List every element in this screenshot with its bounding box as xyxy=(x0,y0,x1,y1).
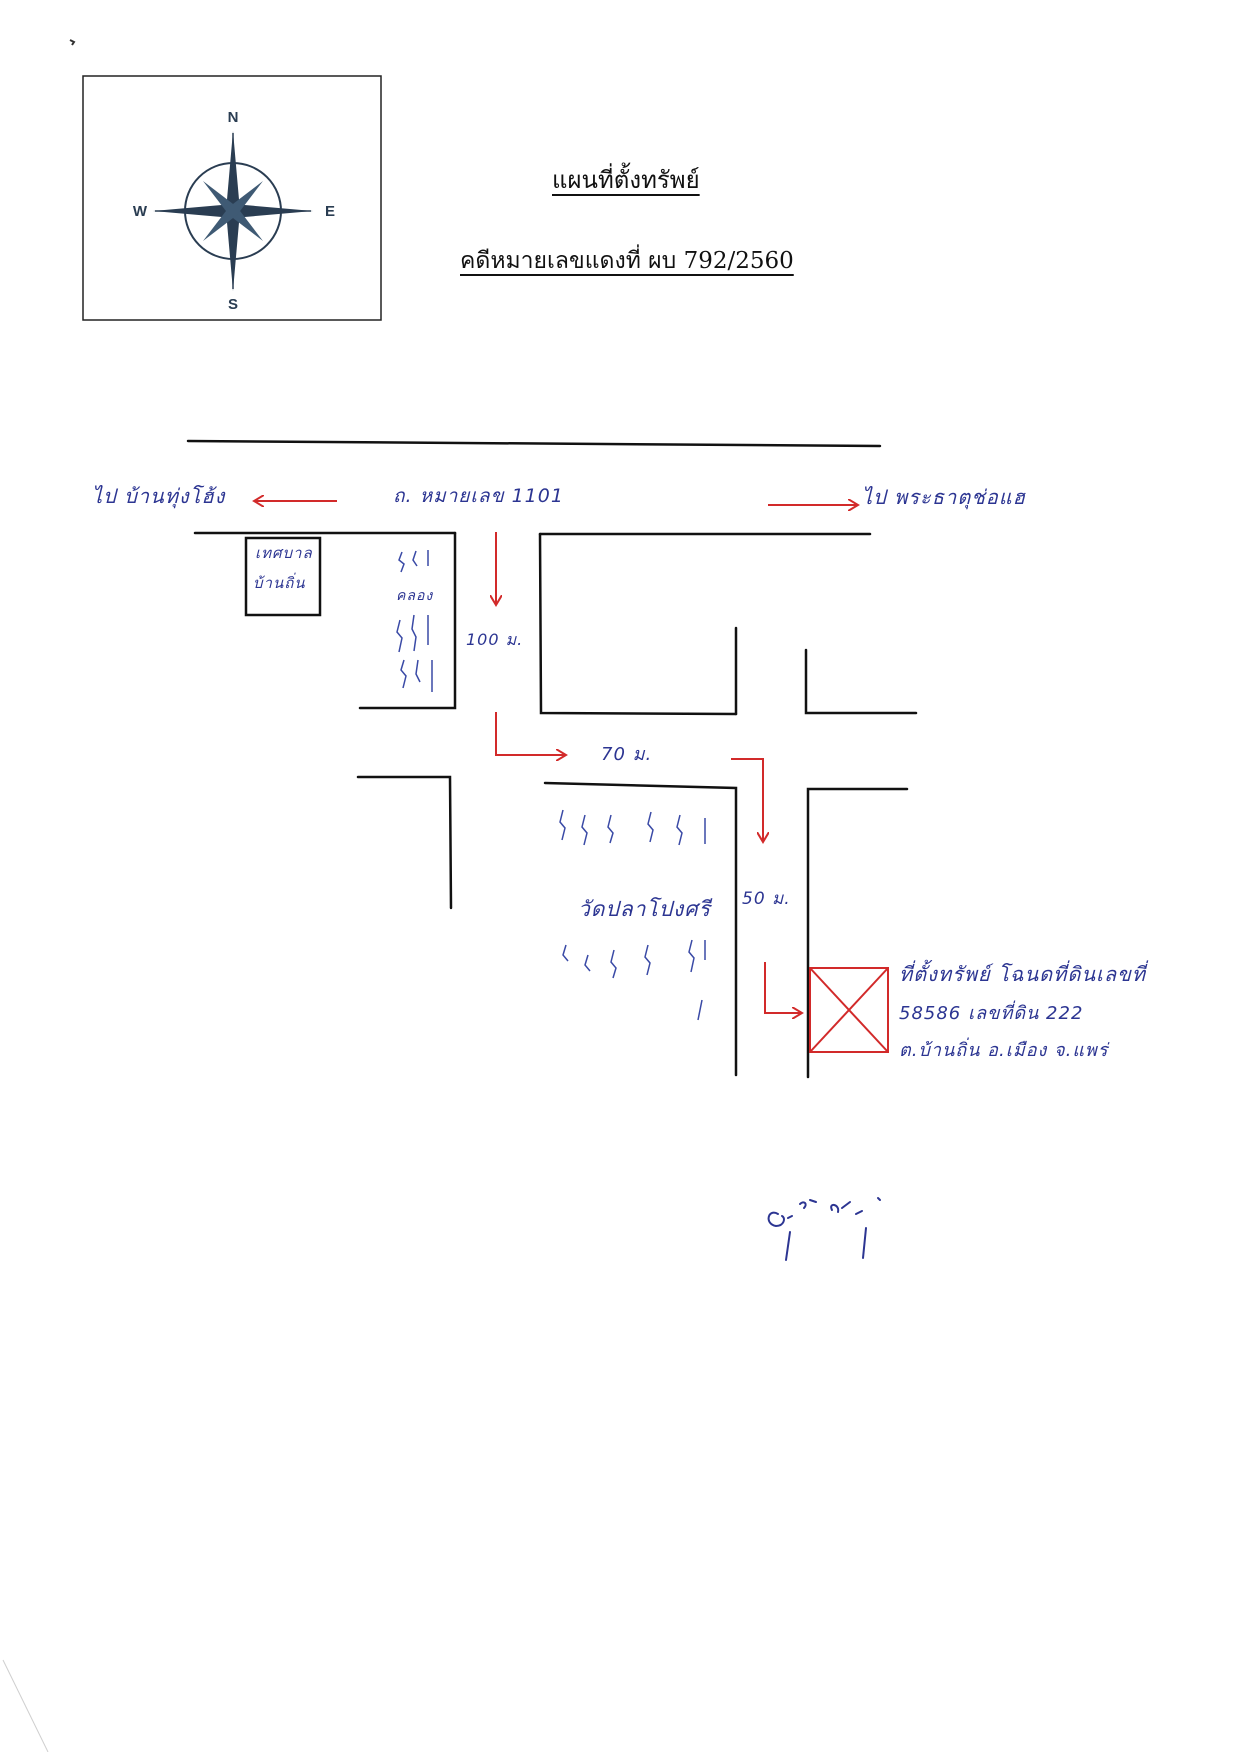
property-label-line-2: 58586 เลขที่ดิน 222 xyxy=(899,1003,1084,1024)
compass-south: S xyxy=(228,296,238,313)
compass-west: W xyxy=(133,203,148,220)
distance-label-2: 70 ม. xyxy=(601,744,653,765)
school-label-line-2: บ้านถิ่น xyxy=(253,574,306,592)
canal-label: คลอง xyxy=(396,588,434,604)
distance-label-1: 100 ม. xyxy=(466,630,524,649)
case-number: คดีหมายเลขแดงที่ ผบ 792/2560 xyxy=(460,248,794,274)
temple-label: วัดปลาโปงศรี xyxy=(578,897,711,921)
to-east-label: ไป พระธาตุช่อแฮ xyxy=(862,485,1026,509)
road-lines xyxy=(186,439,918,1079)
signature-scribble xyxy=(767,1197,881,1261)
distance-label-3: 50 ม. xyxy=(742,889,791,909)
compass-north: N xyxy=(228,109,239,126)
compass-box: N S E W xyxy=(82,75,382,321)
road-name-label: ถ. หมายเลข 1101 xyxy=(393,485,564,507)
school-label-line-1: เทศบาล xyxy=(255,544,313,562)
document-title: แผนที่ตั้งทรัพย์ xyxy=(552,166,700,194)
grass-marks xyxy=(396,550,706,1021)
to-west-label: ไป บ้านทุ่งโฮ้ง xyxy=(92,484,226,508)
property-x-marker-icon xyxy=(809,967,889,1053)
property-label-line-3: ต.บ้านถิ่น อ.เมือง จ.แพร่ xyxy=(899,1040,1109,1061)
property-label-line-1: ที่ตั้งทรัพย์ โฉนดที่ดินเลขที่ xyxy=(899,962,1146,986)
direction-arrows xyxy=(254,501,858,1013)
school-box xyxy=(244,536,322,617)
compass-rose-icon xyxy=(153,131,313,291)
compass-east: E xyxy=(325,203,335,220)
